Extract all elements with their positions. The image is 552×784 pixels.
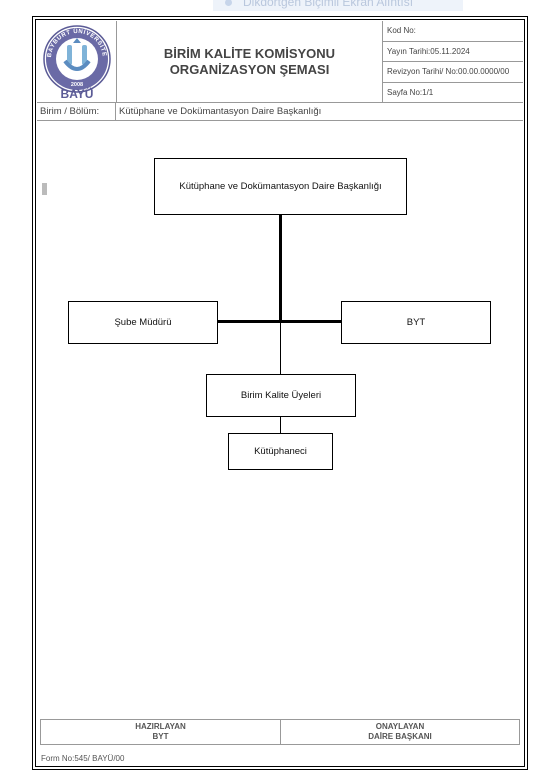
org-box-label: Birim Kalite Üyeleri: [240, 390, 322, 401]
approved-title: ONAYLAYAN: [375, 722, 425, 731]
meta-revizyon: Revizyon Tarihi/ No:00.00.0000/00: [383, 62, 523, 83]
org-box-label: Şube Müdürü: [114, 317, 172, 328]
approved-name: DAİRE BAŞKANI: [368, 732, 432, 741]
org-box-daire-baskanligi: Kütüphane ve Dokümantasyon Daire Başkanl…: [154, 158, 407, 215]
org-box-kalite-uyeleri: Birim Kalite Üyeleri: [206, 374, 356, 417]
prepared-title: HAZIRLAYAN: [135, 722, 186, 731]
org-box-label: Kütüphane ve Dokümantasyon Daire Başkanl…: [179, 181, 382, 192]
connector-top-vertical: [279, 214, 282, 322]
selection-marker: [42, 183, 47, 195]
document-title: BİRİM KALİTE KOMİSYONU ORGANİZASYON ŞEMA…: [117, 21, 383, 103]
document-header: BAYBURT ÜNİVERSİTESİ 2008 BAYÜ BİRİM KAL…: [35, 16, 523, 103]
meta-kod-no: Kod No:: [383, 21, 523, 42]
meta-sayfa: Sayfa No:1/1: [387, 87, 434, 97]
meta-yayin-tarihi: Yayın Tarihi:05.11.2024: [383, 42, 523, 62]
tooltip-text: Dikdörtgen Biçimli Ekran Alıntısı: [243, 0, 414, 9]
org-box-byt: BYT: [341, 301, 491, 344]
university-logo-icon: BAYBURT ÜNİVERSİTESİ 2008: [35, 16, 111, 93]
logo-year: 2008: [71, 82, 83, 88]
unit-value: Kütüphane ve Dokümantasyon Daire Başkanl…: [119, 106, 322, 117]
prepared-by-cell: HAZIRLAYAN BYT: [41, 720, 281, 744]
logo-cell: BAYBURT ÜNİVERSİTESİ 2008 BAYÜ: [35, 16, 117, 103]
title-line-2: ORGANİZASYON ŞEMASI: [169, 62, 330, 77]
connector-bottom-vertical: [280, 416, 281, 434]
tooltip-dot-icon: [225, 0, 232, 6]
snipping-tooltip: Dikdörtgen Biçimli Ekran Alıntısı: [213, 0, 463, 11]
org-box-sube-muduru: Şube Müdürü: [68, 301, 218, 344]
title-line-1: BİRİM KALİTE KOMİSYONU: [163, 46, 336, 61]
unit-row: Birim / Bölüm: Kütüphane ve Dokümantasyo…: [37, 103, 523, 121]
signature-footer: HAZIRLAYAN BYT ONAYLAYAN DAİRE BAŞKANI: [40, 719, 520, 745]
logo-caption: BAYÜ: [60, 87, 94, 101]
unit-label: Birim / Bölüm:: [40, 103, 116, 120]
document-outer-border: [32, 16, 528, 770]
connector-horizontal: [217, 320, 342, 323]
org-box-label: Kütüphaneci: [254, 446, 307, 457]
document-inner-border: [35, 19, 525, 767]
connector-mid-vertical: [280, 322, 281, 375]
document-meta: Kod No: Yayın Tarihi:05.11.2024 Revizyon…: [383, 21, 523, 103]
form-number: Form No:545/ BAYÜ/00: [41, 754, 125, 763]
approved-by-cell: ONAYLAYAN DAİRE BAŞKANI: [281, 720, 519, 744]
org-box-kutuphaneci: Kütüphaneci: [228, 433, 333, 470]
org-box-label: BYT: [406, 317, 426, 328]
prepared-name: BYT: [152, 732, 169, 741]
